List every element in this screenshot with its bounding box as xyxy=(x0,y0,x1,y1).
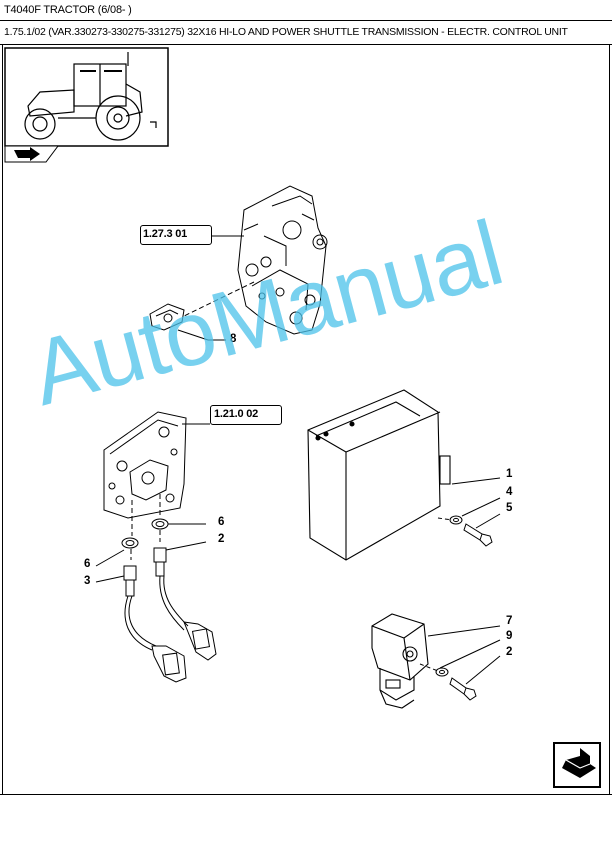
upper-valve-housing xyxy=(237,185,328,335)
header-divider xyxy=(0,20,612,21)
temperature-sensor-2 xyxy=(153,547,217,661)
callout-3: 3 xyxy=(84,575,91,587)
document-subtitle: 1.75.1/02 (VAR.330273-330275-331275) 32X… xyxy=(4,26,568,38)
transmission-cover-plate xyxy=(103,411,187,519)
tractor-icon[interactable] xyxy=(4,47,169,147)
footer-divider xyxy=(0,794,612,795)
arrow-icon[interactable] xyxy=(4,145,59,163)
ref-box-housing-outline xyxy=(140,225,212,245)
subtitle-divider xyxy=(0,44,612,45)
callout-5: 5 xyxy=(506,502,513,514)
ref-box-plate-outline xyxy=(210,405,282,425)
solenoid-block-7 xyxy=(371,613,429,709)
next-page-button[interactable] xyxy=(553,742,601,788)
ref-box-plate[interactable]: 1.21.0 02 xyxy=(214,408,259,420)
callout-8: 8 xyxy=(230,333,237,345)
pressure-switch-8 xyxy=(149,303,185,331)
callout-2-right: 2 xyxy=(506,646,513,658)
ref-box-housing[interactable]: 1.27.3 01 xyxy=(143,228,188,240)
bolt-2 xyxy=(449,677,477,701)
callout-6-left: 6 xyxy=(84,558,91,570)
drawing-frame xyxy=(2,44,610,794)
next-page-icon[interactable] xyxy=(562,748,596,778)
callout-9: 9 xyxy=(506,630,513,642)
callout-7: 7 xyxy=(506,615,513,627)
callout-6-right: 6 xyxy=(218,516,225,528)
bolt-5 xyxy=(463,523,493,547)
electronic-control-unit-1 xyxy=(307,389,451,561)
speed-sensor-3 xyxy=(123,565,187,683)
callout-4: 4 xyxy=(506,486,513,498)
callout-1: 1 xyxy=(506,468,513,480)
callout-2-left: 2 xyxy=(218,533,225,545)
document-title: T4040F TRACTOR (6/08- ) xyxy=(4,4,132,16)
